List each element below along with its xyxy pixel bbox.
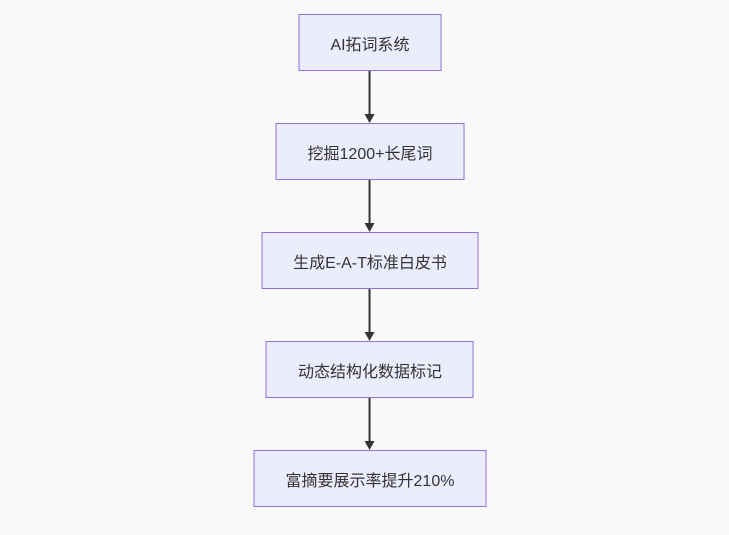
arrow-down-icon xyxy=(365,71,375,123)
arrow-down-icon xyxy=(365,180,375,232)
arrow-head xyxy=(365,114,375,123)
arrow-line xyxy=(369,289,371,332)
flow-node-ai-keyword-system: AI拓词系统 xyxy=(298,14,442,71)
flow-node-rich-snippet-rate: 富摘要展示率提升210% xyxy=(253,450,487,507)
node-label: 生成E-A-T标准白皮书 xyxy=(293,254,447,272)
node-label: 挖掘1200+长尾词 xyxy=(307,145,433,163)
flow-node-longtail-mining: 挖掘1200+长尾词 xyxy=(275,123,465,180)
arrow-head xyxy=(365,332,375,341)
arrow-line xyxy=(369,398,371,441)
arrow-line xyxy=(369,180,371,223)
flow-node-structured-data: 动态结构化数据标记 xyxy=(265,341,474,398)
arrow-down-icon xyxy=(365,398,375,450)
node-label: 富摘要展示率提升210% xyxy=(285,472,455,490)
arrow-head xyxy=(365,223,375,232)
flowchart: AI拓词系统 挖掘1200+长尾词 生成E-A-T标准白皮书 动态结构化数据标记 xyxy=(253,14,487,507)
arrow-down-icon xyxy=(365,289,375,341)
node-label: 动态结构化数据标记 xyxy=(297,363,442,381)
node-label: AI拓词系统 xyxy=(330,36,410,54)
arrow-line xyxy=(369,71,371,114)
arrow-head xyxy=(365,441,375,450)
flow-node-eat-whitepaper: 生成E-A-T标准白皮书 xyxy=(261,232,479,289)
